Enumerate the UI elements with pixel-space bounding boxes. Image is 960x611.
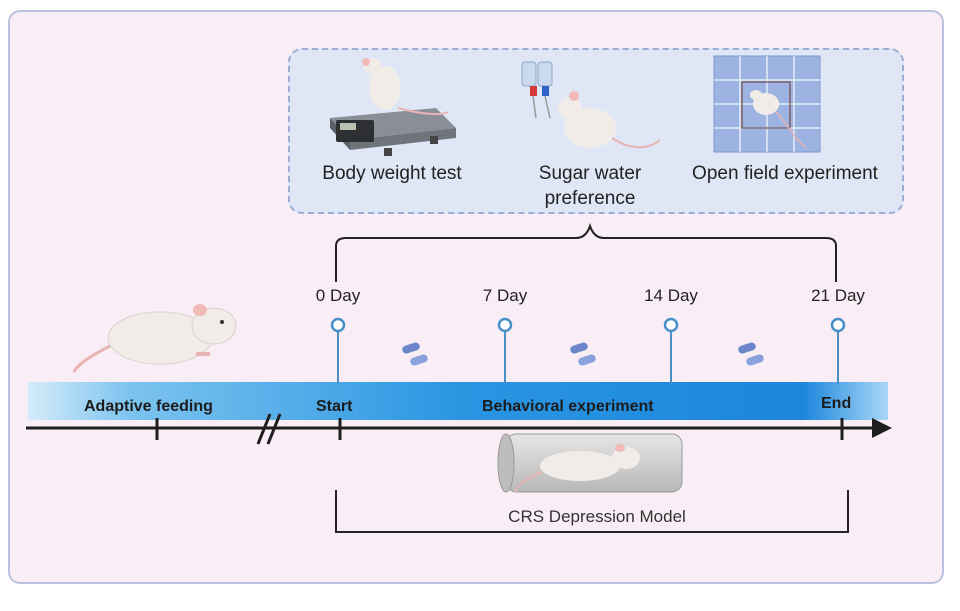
day-label-7: 7 Day xyxy=(482,286,528,305)
behavioral-experiment-label: Behavioral experiment xyxy=(482,398,654,415)
day-label-0: 0 Day xyxy=(315,286,361,305)
axis-break-mark xyxy=(256,413,272,445)
crs-model-label: CRS Depression Model xyxy=(508,507,686,526)
axis-break-mark xyxy=(266,413,282,445)
tests-brace xyxy=(335,222,837,282)
crs-bracket xyxy=(335,490,849,533)
day-marker-14 xyxy=(663,317,679,384)
start-label: Start xyxy=(316,398,353,415)
restraint-tube-icon xyxy=(497,433,683,493)
timeline-arrow-head xyxy=(872,418,892,438)
adaptive-feeding-label: Adaptive feeding xyxy=(84,398,213,415)
open-field-arena-icon xyxy=(713,55,821,153)
day-label-21: 21 Day xyxy=(811,286,865,305)
body-weight-test-label: Body weight test xyxy=(322,163,462,184)
sugar-water-label-line1: Sugar water xyxy=(538,163,642,184)
day-marker-0 xyxy=(330,317,346,384)
timeline-bar xyxy=(28,382,888,420)
day-label-14: 14 Day xyxy=(644,286,698,305)
pill-icon xyxy=(738,342,764,366)
day-marker-7 xyxy=(497,317,513,384)
pill-icon xyxy=(402,342,428,366)
sugar-water-label-line2: preference xyxy=(544,188,636,209)
scale-with-rat-icon xyxy=(330,58,456,156)
open-field-label: Open field experiment xyxy=(692,163,878,184)
day-marker-21 xyxy=(830,317,846,384)
sugar-water-bottles-with-rat-icon xyxy=(521,61,661,149)
pill-icon xyxy=(570,342,596,366)
adaptive-feeding-rat-icon xyxy=(72,304,237,373)
end-label: End xyxy=(821,395,852,412)
